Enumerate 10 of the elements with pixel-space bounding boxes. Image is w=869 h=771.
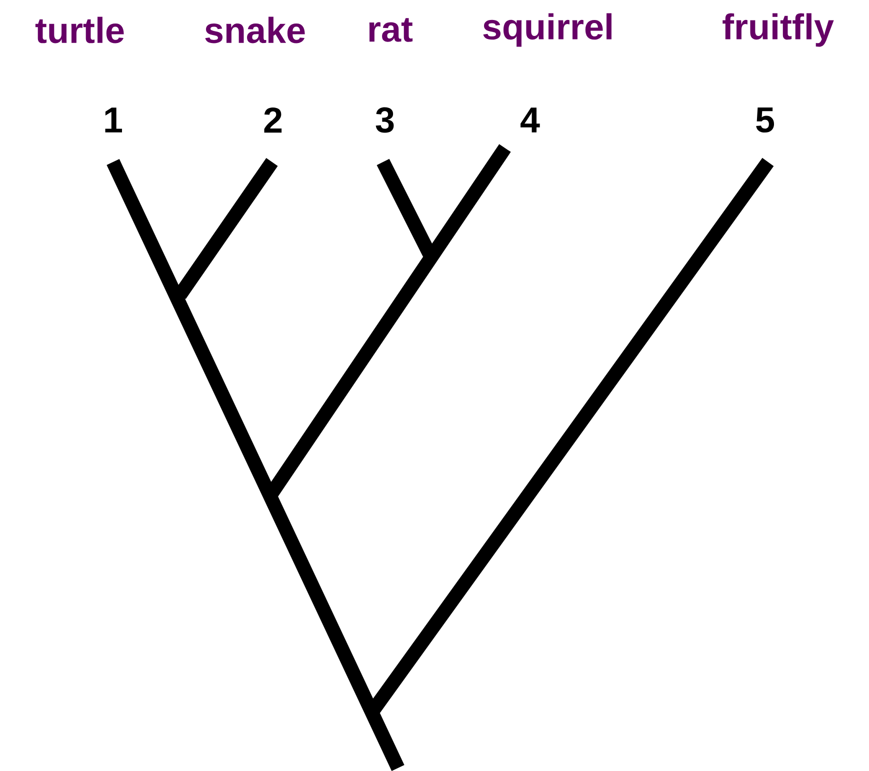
leaf-number: 3	[376, 107, 394, 133]
taxon-name: fruitfly	[722, 13, 834, 47]
taxon-name: rat	[369, 18, 413, 42]
taxon-name: squirrel	[483, 13, 612, 47]
leaf-number: 4	[520, 108, 540, 132]
leaf-number: 1	[105, 108, 122, 132]
leaf-number: 5	[756, 107, 774, 133]
taxon-name: turtle	[35, 16, 124, 44]
leaf-number: 2	[264, 107, 282, 133]
taxon-name: snake	[205, 16, 305, 44]
